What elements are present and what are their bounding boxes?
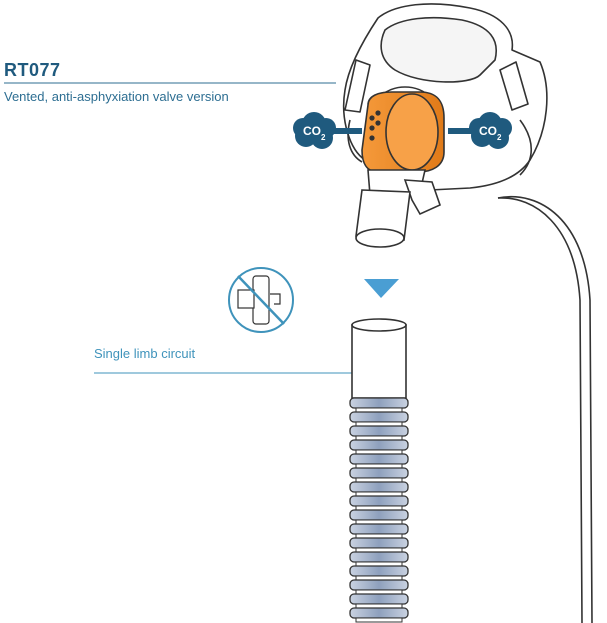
tube-rib bbox=[349, 397, 409, 409]
product-code: RT077 bbox=[4, 60, 61, 80]
tube-groove bbox=[355, 617, 403, 623]
down-arrow-icon bbox=[364, 279, 399, 298]
headgear-strap-outer bbox=[497, 196, 593, 623]
tube-rib bbox=[349, 495, 409, 507]
tube-rib bbox=[349, 439, 409, 451]
tube-cuff bbox=[351, 318, 407, 399]
tube-rib bbox=[349, 551, 409, 563]
tube-rib bbox=[349, 411, 409, 423]
no-valve-icon bbox=[228, 267, 294, 333]
tube-rib bbox=[349, 509, 409, 521]
tube-rib bbox=[349, 579, 409, 591]
co2-badge-left: CO 2 bbox=[293, 112, 336, 149]
co2-badge-right: CO 2 bbox=[469, 112, 512, 149]
co2-right-text: CO bbox=[479, 124, 497, 138]
co2-left-subscript: 2 bbox=[321, 133, 326, 142]
tube-rib bbox=[349, 467, 409, 479]
anti-asphyxiation-valve bbox=[361, 91, 445, 173]
tube-rib bbox=[349, 537, 409, 549]
tube-rib bbox=[349, 523, 409, 535]
co2-left-text: CO bbox=[303, 124, 321, 138]
tube-rib bbox=[349, 481, 409, 493]
tube-rib bbox=[349, 453, 409, 465]
corrugated-tube bbox=[349, 397, 409, 623]
co2-right-subscript: 2 bbox=[497, 133, 502, 142]
product-description: Vented, anti-asphyxiation valve version bbox=[4, 89, 229, 104]
tube-rib bbox=[349, 607, 409, 619]
headgear-strap-inner bbox=[497, 197, 583, 623]
tube-rib bbox=[349, 565, 409, 577]
elbow-connector bbox=[355, 169, 441, 248]
tube-rib bbox=[349, 593, 409, 605]
tube-rib bbox=[349, 425, 409, 437]
single-limb-circuit-label: Single limb circuit bbox=[94, 346, 196, 361]
